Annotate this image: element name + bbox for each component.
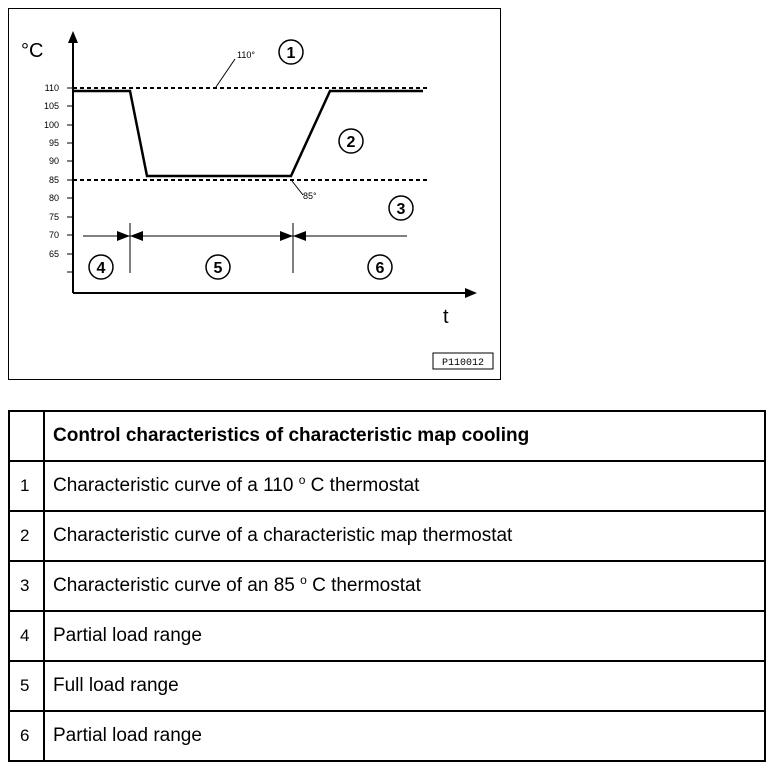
legend-row: 1 Characteristic curve of a 110 o C ther…: [8, 460, 766, 512]
y-tick: 100: [44, 120, 59, 130]
callout-6: 6: [367, 254, 393, 280]
y-tick: 95: [49, 138, 59, 148]
legend-text: Full load range: [43, 660, 766, 712]
x-axis-arrow: [465, 288, 477, 298]
label-85-leader: [291, 180, 304, 196]
line-110-label: 110°: [237, 50, 255, 60]
y-tick: 90: [49, 156, 59, 166]
range-arrow: [130, 231, 143, 241]
legend-number: 3: [8, 560, 45, 612]
legend-text: Characteristic curve of an 85 o C thermo…: [43, 560, 766, 612]
callout-4: 4: [88, 254, 114, 280]
legend-row: 5 Full load range: [8, 660, 766, 712]
y-tick: 65: [49, 249, 59, 259]
callout-2: 2: [338, 128, 364, 154]
legend-number: 4: [8, 610, 45, 662]
y-tick: 70: [49, 230, 59, 240]
svg-text:6: 6: [376, 260, 385, 277]
svg-text:1: 1: [287, 45, 296, 62]
y-tick-marks: [67, 87, 73, 273]
legend-text: Partial load range: [43, 710, 766, 762]
legend-row: 6 Partial load range: [8, 710, 766, 762]
range-arrow: [117, 231, 130, 241]
svg-text:4: 4: [97, 260, 106, 277]
legend-header-row: Control characteristics of characteristi…: [8, 410, 766, 462]
label-110-leader: [215, 58, 236, 88]
legend-number: 2: [8, 510, 45, 562]
legend-header-num-cell: [8, 410, 45, 462]
legend-number: 6: [8, 710, 45, 762]
line-85-label: 85°: [303, 191, 317, 201]
x-unit-label: t: [443, 306, 449, 328]
svg-text:5: 5: [214, 260, 223, 277]
svg-text:2: 2: [347, 134, 356, 151]
legend-row: 2 Characteristic curve of a characterist…: [8, 510, 766, 562]
legend-number: 5: [8, 660, 45, 712]
figure-id-box: [432, 352, 494, 370]
diagram-canvas: °C t 110 105 100 95 90 85 80 75 70 65: [21, 31, 494, 370]
legend-text: Partial load range: [43, 610, 766, 662]
range-arrow: [280, 231, 293, 241]
legend-number: 1: [8, 460, 45, 512]
legend-text: Characteristic curve of a 110 o C thermo…: [43, 460, 766, 512]
y-tick: 80: [49, 193, 59, 203]
y-tick: 75: [49, 212, 59, 222]
legend-text: Characteristic curve of a characteristic…: [43, 510, 766, 562]
legend-table: Control characteristics of characteristi…: [8, 410, 766, 762]
callout-5: 5: [205, 254, 231, 280]
legend-header: Control characteristics of characteristi…: [43, 410, 766, 462]
thermostat-diagram: °C t 110 105 100 95 90 85 80 75 70 65: [8, 8, 501, 380]
y-unit-label: °C: [21, 40, 43, 62]
callout-1: 1: [278, 39, 304, 65]
y-tick-labels: 110 105 100 95 90 85 80 75 70 65: [44, 83, 59, 259]
figure-id: P110012: [442, 358, 484, 369]
map-thermostat-curve: [73, 89, 423, 178]
y-tick: 105: [44, 101, 59, 111]
callout-3: 3: [388, 195, 414, 221]
range-arrow: [293, 231, 306, 241]
y-axis-arrow: [68, 31, 78, 43]
legend-row: 4 Partial load range: [8, 610, 766, 662]
y-tick: 110: [45, 83, 59, 93]
legend-row: 3 Characteristic curve of an 85 o C ther…: [8, 560, 766, 612]
y-tick: 85: [49, 175, 59, 185]
svg-text:3: 3: [397, 201, 406, 218]
